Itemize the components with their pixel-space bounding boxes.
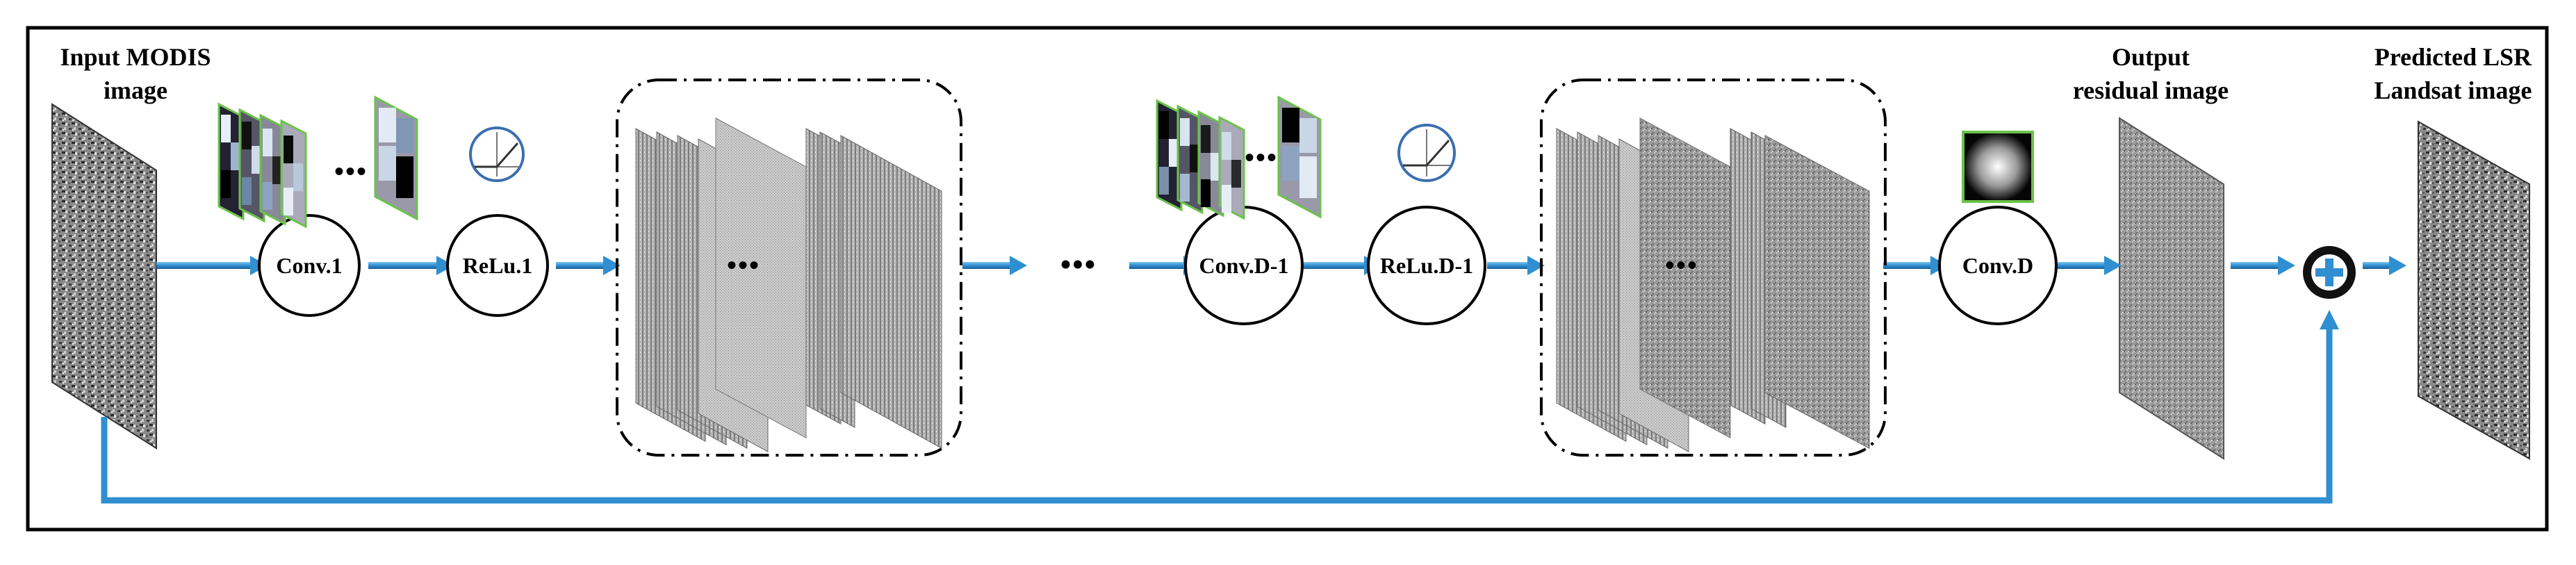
node-convd: Conv.D xyxy=(1938,206,2058,325)
feature-map-stack-1: ••• xyxy=(616,79,962,457)
stack1-ellipsis: ••• xyxy=(727,249,760,281)
node-convd1: Conv.D-1 xyxy=(1184,206,1304,325)
output-residual-image xyxy=(2119,117,2224,460)
kernels1-ellipsis: ••• xyxy=(334,156,368,187)
feature-map-stack-2: ••• xyxy=(1540,79,1887,457)
predicted-label-line1: Predicted LSR xyxy=(2374,43,2532,71)
predicted-landsat-image xyxy=(2418,120,2530,460)
input-modis-image xyxy=(51,103,157,450)
output-label-line2: residual image xyxy=(2073,76,2229,104)
circled-plus-icon xyxy=(2303,246,2356,299)
middle-ellipsis: ••• xyxy=(1060,247,1097,281)
predicted-label-line2: Landsat image xyxy=(2374,76,2532,104)
kernel-group-1: ••• xyxy=(218,95,418,229)
node-relud1-label: ReLu.D-1 xyxy=(1380,253,1473,278)
output-label-line1: Output xyxy=(2112,43,2190,71)
relu-activation-icon xyxy=(469,126,525,182)
gaussian-kernel-icon xyxy=(1962,131,2034,203)
node-convd-label: Conv.D xyxy=(1962,253,2033,278)
node-relud1: ReLu.D-1 xyxy=(1367,206,1486,325)
stack2-ellipsis: ••• xyxy=(1665,249,1698,281)
node-convd1-label: Conv.D-1 xyxy=(1199,253,1289,278)
kernels2-ellipsis: ••• xyxy=(1245,142,1278,173)
node-conv1-label: Conv.1 xyxy=(276,253,342,278)
node-relu1: ReLu.1 xyxy=(446,214,549,317)
skip-connection-arrow xyxy=(101,310,2339,504)
node-conv1: Conv.1 xyxy=(258,214,361,317)
input-label-line1: Input MODIS xyxy=(60,43,211,71)
outer-frame xyxy=(26,26,2549,532)
kernel-group-2: ••• xyxy=(1156,95,1322,220)
node-relu1-label: ReLu.1 xyxy=(463,253,532,278)
relu-activation-icon xyxy=(1397,124,1456,182)
input-label-line2: image xyxy=(104,76,167,104)
